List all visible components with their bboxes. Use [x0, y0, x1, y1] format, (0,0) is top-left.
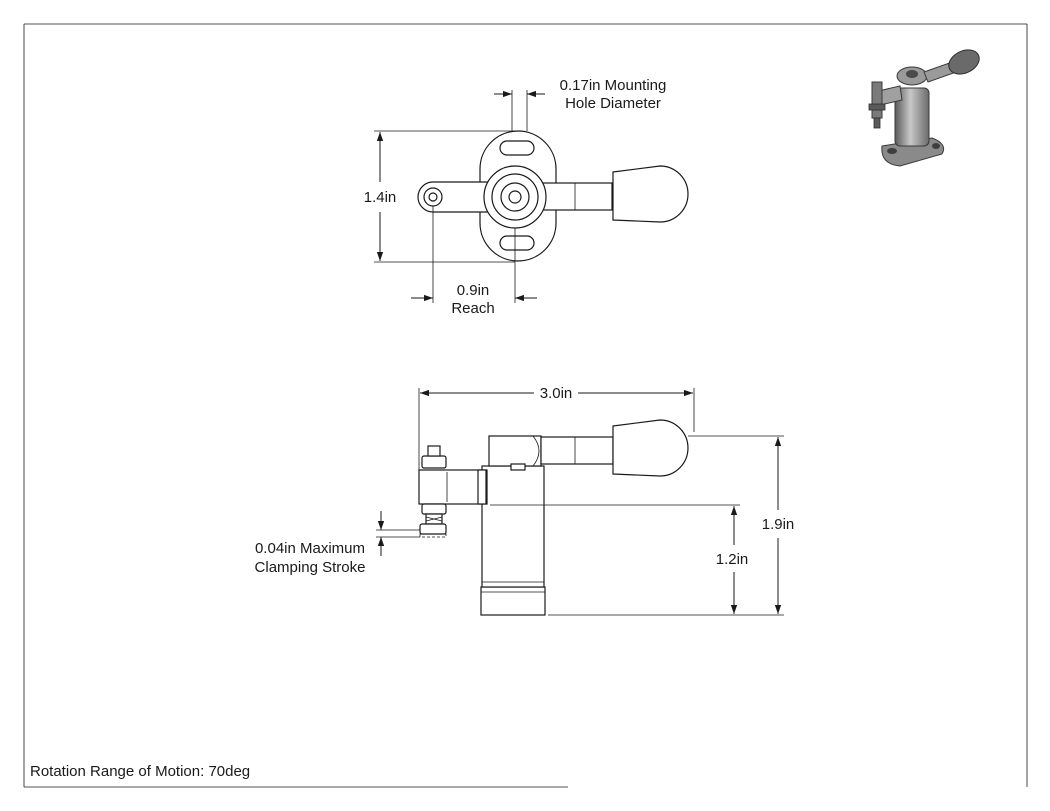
reach-label-1: 0.9in: [457, 282, 490, 299]
mounting-hole-label-1: 0.17in Mounting: [560, 77, 667, 94]
dim-height-top: 1.4in: [364, 130, 515, 263]
mounting-hole-top: [499, 140, 535, 156]
reach-label-2: Reach: [451, 300, 494, 317]
clamp-screw-nut-bottom: [421, 503, 447, 515]
iso-knob: [948, 49, 980, 75]
overall-height-label: 1.9in: [762, 516, 795, 533]
handle-shaft-top: [539, 182, 613, 211]
handle-knob-front: [612, 419, 689, 477]
base-ring-front: [480, 586, 546, 616]
drawing-border: [23, 23, 1028, 788]
cylinder-body-front: [481, 465, 545, 588]
overall-length-label: 3.0in: [540, 385, 573, 402]
height-top-label: 1.4in: [364, 189, 397, 206]
clamp-screw-nut-top: [421, 455, 447, 469]
stroke-label-2: Clamping Stroke: [255, 559, 366, 576]
front-view: [418, 419, 689, 616]
mounting-hole-label-2: Hole Diameter: [565, 95, 661, 112]
clamp-arm-front: [418, 469, 488, 505]
head-front: [488, 435, 542, 467]
dim-base-height: 1.2in: [490, 504, 749, 614]
dim-overall-height: 1.9in: [548, 435, 795, 616]
dim-reach: 0.9in Reach: [411, 206, 537, 317]
mounting-hole-bottom: [499, 235, 535, 251]
dim-mounting-hole: 0.17in Mounting Hole Diameter: [494, 77, 666, 131]
isometric-view: [868, 49, 980, 167]
top-view: [417, 130, 689, 262]
handle-knob-top: [612, 165, 689, 223]
stroke-label-1: 0.04in Maximum: [255, 540, 365, 557]
rotation-range-note: Rotation Range of Motion: 70deg: [30, 763, 250, 780]
base-height-label: 1.2in: [716, 551, 749, 568]
dim-clamping-stroke: 0.04in Maximum Clamping Stroke: [255, 511, 420, 576]
handle-shaft-front: [540, 436, 614, 465]
dim-overall-length: 3.0in: [418, 385, 695, 470]
iso-cylinder: [894, 87, 930, 147]
